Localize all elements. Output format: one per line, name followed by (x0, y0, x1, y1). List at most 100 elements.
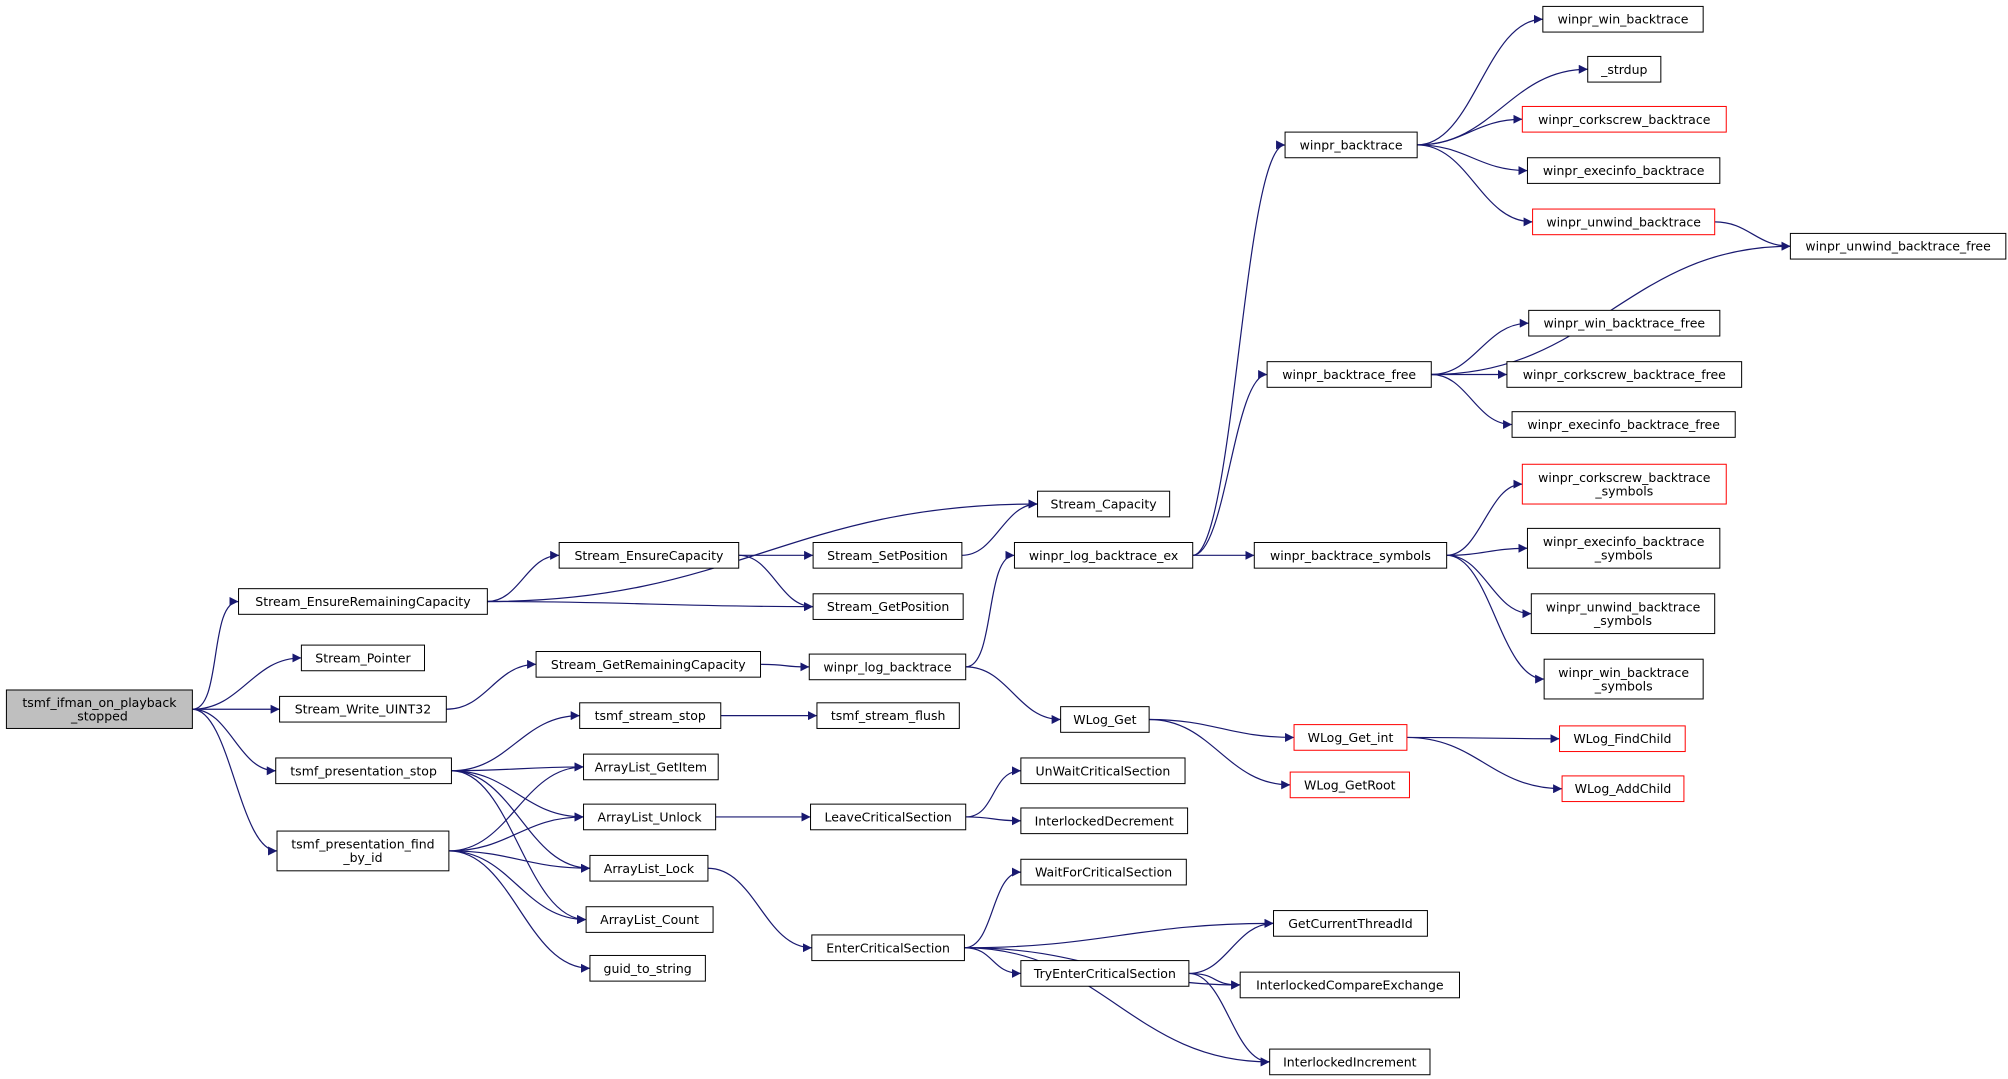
node-box (1789, 232, 2007, 260)
node-algi[interactable]: ArrayList_GetItem (583, 753, 719, 781)
node-root[interactable]: tsmf_ifman_on_playback_stopped (5, 689, 193, 729)
node-wbt[interactable]: winpr_backtrace (1284, 131, 1418, 159)
node-wlget[interactable]: WLog_Get (1060, 706, 1150, 733)
edge-pfind-to-alct (448, 850, 587, 925)
edge-root-to-sptr (192, 653, 302, 710)
edge-pstop-to-alun (451, 770, 584, 822)
node-box (1020, 858, 1187, 886)
node-label: winpr_backtrace_free (1282, 367, 1416, 382)
node-wlgr[interactable]: WLog_GetRoot (1289, 771, 1410, 799)
node-wlb[interactable]: winpr_log_backtrace (808, 653, 967, 681)
node-box (1542, 5, 1704, 33)
node-scap[interactable]: Stream_Capacity (1037, 490, 1171, 518)
node-label: WLog_Get_int (1308, 730, 1394, 745)
node-label: tsmf_stream_flush (831, 708, 946, 723)
nodes-layer: tsmf_ifman_on_playback_stopped Stream_Ens… (5, 5, 2007, 1076)
edge-wlgi-to-wlac (1406, 736, 1563, 794)
node-box (1521, 105, 1727, 133)
edge-pstop-to-allk (451, 770, 590, 873)
node-box (1559, 725, 1686, 753)
node-wfcs[interactable]: WaitForCriticalSection (1020, 858, 1187, 886)
node-label: LeaveCriticalSection (824, 809, 951, 824)
node-label: winpr_unwind_backtrace (1546, 599, 1701, 614)
node-sgrc[interactable]: Stream_GetRemainingCapacity (535, 651, 762, 678)
node-label: GetCurrentThreadId (1288, 916, 1413, 931)
edge-root-to-pstop (192, 708, 276, 776)
node-box (276, 830, 450, 872)
node-box (1239, 971, 1460, 999)
edge-wbt-to-webt (1417, 144, 1528, 176)
node-label: winpr_corkscrew_backtrace (1538, 470, 1711, 485)
node-erc[interactable]: Stream_EnsureRemainingCapacity (238, 588, 488, 615)
node-wcbtf[interactable]: winpr_corkscrew_backtrace_free (1506, 361, 1743, 388)
node-webt[interactable]: winpr_execinfo_backtrace (1526, 157, 1721, 184)
node-label: tsmf_ifman_on_playback (22, 695, 177, 710)
edge-wbtf-to-wwbtf (1431, 318, 1529, 376)
node-label: _by_id (342, 850, 382, 865)
node-sptr[interactable]: Stream_Pointer (300, 644, 426, 672)
node-wubts[interactable]: winpr_unwind_backtrace_symbols (1530, 593, 1716, 635)
node-lcs[interactable]: LeaveCriticalSection (810, 803, 967, 831)
node-sflush[interactable]: tsmf_stream_flush (816, 702, 960, 729)
node-label: Stream_Pointer (315, 650, 411, 665)
node-sstop[interactable]: tsmf_stream_stop (579, 702, 722, 729)
node-wcbts[interactable]: winpr_corkscrew_backtrace_symbols (1521, 463, 1727, 505)
node-ssp[interactable]: Stream_SetPosition (812, 541, 963, 569)
node-label: WaitForCriticalSection (1035, 865, 1172, 880)
node-tecs[interactable]: TryEnterCriticalSection (1020, 960, 1190, 987)
node-label: _symbols (1594, 678, 1653, 693)
node-label: _stopped (70, 708, 128, 723)
edge-ssp-to-scap (961, 499, 1038, 556)
node-sec[interactable]: Stream_EnsureCapacity (558, 541, 740, 569)
node-pfind[interactable]: tsmf_presentation_find_by_id (276, 830, 450, 872)
node-gctid[interactable]: GetCurrentThreadId (1273, 910, 1428, 937)
node-unwcs[interactable]: UnWaitCriticalSection (1020, 757, 1186, 785)
edge-wlbex-to-wbtf (1192, 370, 1268, 556)
node-webts[interactable]: winpr_execinfo_backtrace_symbols (1526, 527, 1721, 569)
edge-wlb-to-wlbex (965, 550, 1015, 668)
node-swu32[interactable]: Stream_Write_UINT32 (279, 695, 447, 723)
node-alct[interactable]: ArrayList_Count (585, 906, 714, 933)
node-alun[interactable]: ArrayList_Unlock (583, 803, 717, 831)
node-wwbts[interactable]: winpr_win_backtrace_symbols (1543, 658, 1704, 700)
node-box (1526, 157, 1721, 184)
node-wubt[interactable]: winpr_unwind_backtrace (1532, 208, 1716, 236)
node-allk[interactable]: ArrayList_Lock (589, 854, 709, 882)
node-iinc[interactable]: InterlockedIncrement (1269, 1048, 1431, 1076)
node-wbtf[interactable]: winpr_backtrace_free (1266, 361, 1432, 388)
node-wbts[interactable]: winpr_backtrace_symbols (1253, 541, 1448, 569)
node-strdup[interactable]: _strdup (1587, 55, 1662, 83)
node-g2s[interactable]: guid_to_string (589, 954, 706, 982)
node-wwbtf[interactable]: winpr_win_backtrace_free (1528, 309, 1721, 337)
edge-pfind-to-alun (448, 812, 584, 852)
edge-wbtf-to-webtf (1431, 373, 1513, 429)
node-pstop[interactable]: tsmf_presentation_stop (275, 757, 452, 785)
node-box (1561, 775, 1685, 803)
node-box (811, 934, 965, 962)
node-box (275, 757, 452, 785)
node-ice[interactable]: InterlockedCompareExchange (1239, 971, 1460, 999)
node-wlgi[interactable]: WLog_Get_int (1293, 724, 1408, 751)
edge-wlgi-to-wlfc (1406, 734, 1560, 744)
edge-wbts-to-wcbts (1446, 479, 1523, 556)
node-box (300, 644, 426, 672)
node-webtf[interactable]: winpr_execinfo_backtrace_free (1511, 411, 1736, 438)
node-box (1506, 361, 1743, 388)
node-box (1526, 527, 1721, 569)
node-idec[interactable]: InterlockedDecrement (1020, 807, 1189, 835)
node-box (810, 803, 967, 831)
node-wcbt[interactable]: winpr_corkscrew_backtrace (1521, 105, 1727, 133)
node-box (583, 753, 719, 781)
node-box (1528, 309, 1721, 337)
node-wwbt[interactable]: winpr_win_backtrace (1542, 5, 1704, 33)
node-sgp[interactable]: Stream_GetPosition (812, 593, 964, 620)
node-ecs[interactable]: EnterCriticalSection (811, 934, 965, 962)
node-wlfc[interactable]: WLog_FindChild (1559, 725, 1686, 753)
node-wubtf[interactable]: winpr_unwind_backtrace_free (1789, 232, 2007, 260)
node-wlac[interactable]: WLog_AddChild (1561, 775, 1685, 803)
edge-erc-to-scap (487, 499, 1038, 603)
node-wlbex[interactable]: winpr_log_backtrace_ex (1013, 541, 1194, 569)
edge-wlget-to-wlgi (1149, 718, 1295, 742)
node-label: winpr_corkscrew_backtrace_free (1523, 367, 1726, 382)
